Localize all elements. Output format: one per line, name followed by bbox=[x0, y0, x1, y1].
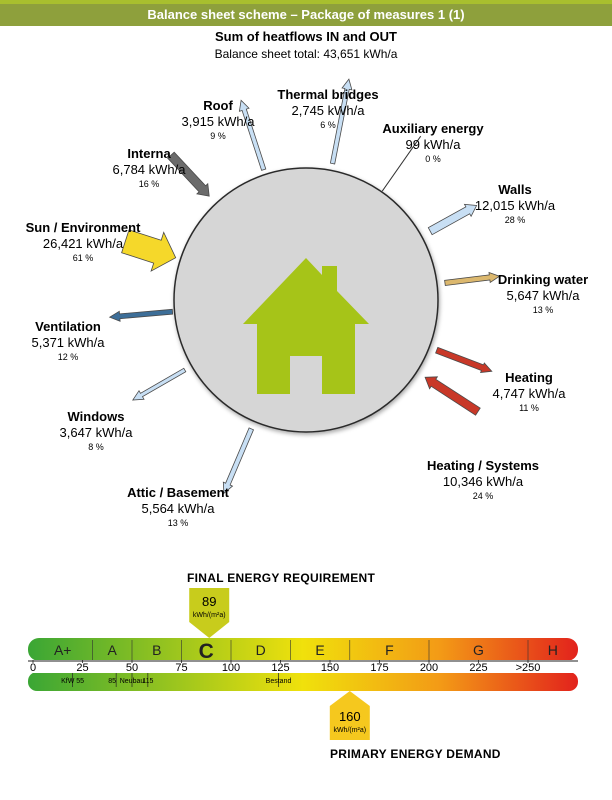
flow-value: 10,346 kWh/a bbox=[443, 474, 524, 489]
flow-value: 5,371 kWh/a bbox=[32, 335, 106, 350]
tick-label: 200 bbox=[420, 662, 438, 674]
flow-value: 5,647 kWh/a bbox=[507, 288, 581, 303]
class-label: C bbox=[199, 640, 214, 663]
flow-value: 26,421 kWh/a bbox=[43, 236, 124, 251]
flow-arrow-2 bbox=[381, 135, 422, 192]
flow-name: Sun / Environment bbox=[26, 220, 142, 235]
flow-arrow-3 bbox=[427, 203, 478, 236]
flow-arrow-6 bbox=[424, 376, 481, 416]
reference-label: 115 bbox=[142, 678, 153, 685]
energy-scale: FINAL ENERGY REQUIREMENT 89 kWh/(m²a) A+… bbox=[28, 571, 578, 761]
primary-energy-marker: 160 kWh/(m²a) bbox=[329, 691, 370, 740]
flow-name: Roof bbox=[203, 98, 233, 113]
flow-value: 2,745 kWh/a bbox=[292, 103, 366, 118]
flow-percent: 11 % bbox=[519, 403, 539, 413]
tick-label: 150 bbox=[321, 662, 339, 674]
flow-arrow-4 bbox=[444, 271, 501, 286]
flow-value: 3,647 kWh/a bbox=[60, 425, 134, 440]
flow-name: Heating bbox=[505, 370, 553, 385]
reference-label: Neubau bbox=[120, 678, 145, 685]
flow-arrow-5 bbox=[435, 346, 493, 373]
class-label: G bbox=[473, 642, 484, 658]
final-energy-value: 89 bbox=[202, 594, 216, 609]
flow-name: Heating / Systems bbox=[427, 458, 539, 473]
reference-label: Bestand bbox=[266, 678, 292, 685]
flow-name: Attic / Basement bbox=[127, 485, 230, 500]
class-label: E bbox=[315, 642, 324, 658]
flow-percent: 6 % bbox=[320, 120, 336, 130]
flow-percent: 13 % bbox=[168, 518, 189, 528]
flow-value: 99 kWh/a bbox=[406, 137, 462, 152]
flow-name: Walls bbox=[498, 182, 531, 197]
tick-label: 75 bbox=[175, 662, 187, 674]
flow-name: Thermal bridges bbox=[277, 87, 378, 102]
flow-name: Interna bbox=[127, 146, 171, 161]
final-energy-marker: 89 kWh/(m²a) bbox=[189, 588, 230, 638]
primary-energy-value: 160 bbox=[339, 709, 361, 724]
flow-name: Windows bbox=[68, 409, 125, 424]
flow-arrow-8 bbox=[132, 367, 187, 401]
flow-arrows bbox=[108, 78, 501, 495]
class-labels: A+ A B C D E F G H bbox=[54, 640, 558, 663]
flow-percent: 0 % bbox=[425, 154, 441, 164]
flow-percent: 24 % bbox=[473, 491, 494, 501]
flow-value: 12,015 kWh/a bbox=[475, 198, 556, 213]
primary-energy-title: PRIMARY ENERGY DEMAND bbox=[330, 747, 501, 761]
primary-energy-unit: kWh/(m²a) bbox=[333, 727, 366, 734]
class-label: A bbox=[108, 642, 118, 658]
final-energy-bar bbox=[28, 638, 578, 661]
flow-percent: 16 % bbox=[139, 179, 160, 189]
tick-label: 175 bbox=[370, 662, 388, 674]
class-label: A+ bbox=[54, 642, 72, 658]
flow-arrow-10 bbox=[121, 229, 177, 272]
final-energy-unit: kWh/(m²a) bbox=[193, 612, 226, 619]
flow-percent: 12 % bbox=[58, 352, 79, 362]
tick-label: 225 bbox=[469, 662, 487, 674]
flow-arrow-9 bbox=[108, 308, 174, 322]
flow-value: 5,564 kWh/a bbox=[142, 501, 216, 516]
page-header: Balance sheet scheme – Package of measur… bbox=[0, 0, 612, 26]
flow-percent: 28 % bbox=[505, 215, 526, 225]
flow-percent: 13 % bbox=[533, 305, 554, 315]
flow-name: Auxiliary energy bbox=[382, 121, 484, 136]
class-label: B bbox=[152, 642, 161, 658]
final-energy-title: FINAL ENERGY REQUIREMENT bbox=[187, 571, 375, 585]
summary-title: Sum of heatflows IN and OUT bbox=[215, 29, 397, 44]
tick-label: 25 bbox=[76, 662, 88, 674]
summary-total: Balance sheet total: 43,651 kWh/a bbox=[215, 47, 398, 61]
flow-value: 6,784 kWh/a bbox=[113, 162, 187, 177]
flow-name: Drinking water bbox=[498, 272, 588, 287]
flow-value: 3,915 kWh/a bbox=[182, 114, 256, 129]
class-label: H bbox=[548, 642, 558, 658]
flow-arrow-0 bbox=[238, 99, 267, 171]
tick-marks: 0 25 50 75 100 125 150 175 200 225 >250 bbox=[30, 660, 540, 674]
flow-arrow-1 bbox=[329, 78, 353, 165]
tick-label: 50 bbox=[126, 662, 138, 674]
heatflow-diagram: Sum of heatflows IN and OUT Balance shee… bbox=[26, 29, 589, 528]
tick-label: 100 bbox=[222, 662, 240, 674]
reference-label: KfW 55 bbox=[61, 678, 84, 685]
flow-arrow-11 bbox=[167, 151, 210, 197]
house-icon bbox=[243, 258, 369, 394]
tick-label: 125 bbox=[271, 662, 289, 674]
header-title: Balance sheet scheme – Package of measur… bbox=[147, 7, 465, 22]
tick-label: >250 bbox=[516, 662, 541, 674]
flow-percent: 9 % bbox=[210, 131, 226, 141]
class-label: F bbox=[385, 642, 394, 658]
flow-percent: 8 % bbox=[88, 442, 104, 452]
primary-energy-bar bbox=[28, 672, 578, 691]
scale-axis-band bbox=[28, 660, 578, 673]
flow-arrow-7 bbox=[222, 427, 255, 495]
tick-label: 0 bbox=[30, 662, 36, 674]
flow-value: 4,747 kWh/a bbox=[493, 386, 567, 401]
flow-percent: 61 % bbox=[73, 253, 94, 263]
class-label: D bbox=[256, 642, 266, 658]
reference-label: 85 bbox=[108, 678, 116, 685]
flow-name: Ventilation bbox=[35, 319, 101, 334]
